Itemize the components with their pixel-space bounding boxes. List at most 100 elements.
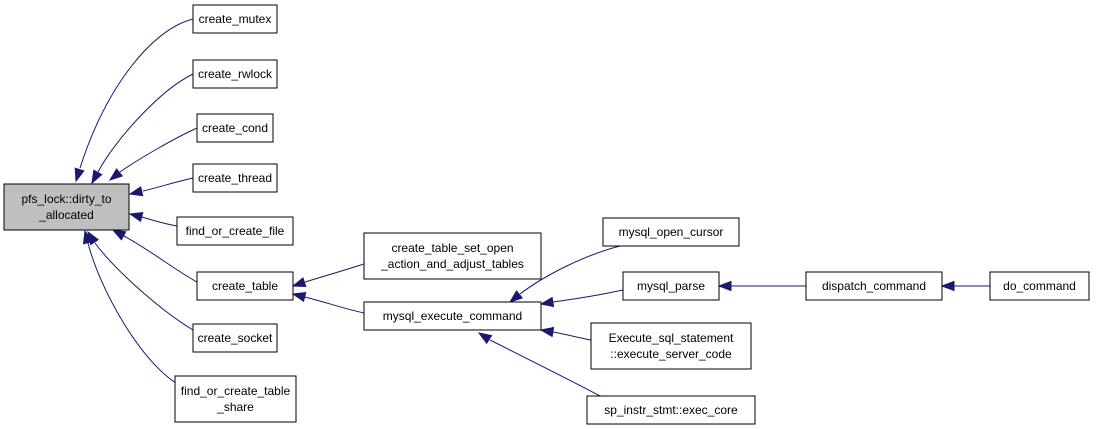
node-create-thread[interactable]: create_thread <box>192 163 278 193</box>
node-box <box>192 323 278 353</box>
edge-create_rwlock-to-root <box>91 73 194 185</box>
node-create-mutex[interactable]: create_mutex <box>192 4 278 34</box>
node-label: create_socket <box>198 331 273 345</box>
node-find-or-create-table-share[interactable]: find_or_create_table_share <box>174 375 297 423</box>
edge-mysql_execute_command-to-create_table <box>291 291 365 314</box>
edge-arrowhead <box>74 167 85 183</box>
edge-find_or_create_file-to-root <box>128 211 178 227</box>
edge-arrowhead <box>91 169 103 185</box>
node-create-table-set-open[interactable]: create_table_set_open _action_and_adjust_… <box>363 232 542 280</box>
edge-arrowhead <box>477 332 493 345</box>
edge-line <box>304 263 365 283</box>
edge-line <box>123 235 198 283</box>
node-label: _allocated <box>38 208 94 222</box>
node-label: dispatch_command <box>822 279 926 293</box>
node-label: find_or_create_table <box>181 384 291 398</box>
edge-arrowhead <box>539 296 555 308</box>
node-execute-server-code[interactable]: Execute_sql_statement::execute_server_co… <box>590 322 752 370</box>
edge-create_thread-to-root <box>128 177 194 197</box>
node-label: Execute_sql_statement <box>609 331 734 345</box>
edge-line <box>94 242 194 331</box>
edge-line <box>552 331 592 341</box>
edge-find_or_create_table_share-to-root <box>82 229 177 384</box>
node-box <box>196 271 294 301</box>
node-label: create_mutex <box>199 12 272 26</box>
node-label: sp_instr_stmt::exec_core <box>604 403 738 417</box>
node-box <box>192 4 278 34</box>
node-box <box>586 395 756 425</box>
edges-layer <box>74 18 991 397</box>
edge-mysql_parse-to-mysql_execute_command <box>539 289 624 308</box>
node-box <box>192 59 278 89</box>
edge-line <box>141 216 178 227</box>
node-create-rwlock[interactable]: create_rwlock <box>192 59 278 89</box>
edge-line <box>519 245 621 295</box>
edge-arrowhead <box>82 229 94 245</box>
node-box <box>3 183 130 231</box>
edge-arrowhead <box>508 290 524 303</box>
node-box <box>622 271 720 301</box>
node-dispatch-command[interactable]: dispatch_command <box>805 271 943 301</box>
edge-line <box>119 127 198 173</box>
edge-arrowhead <box>539 326 555 338</box>
edge-arrowhead <box>291 277 307 288</box>
edge-execute_server_code-to-mysql_execute_command <box>539 326 592 341</box>
edge-mysql_open_cursor-to-mysql_execute_command <box>508 245 621 303</box>
node-box <box>602 217 740 247</box>
node-box <box>590 322 752 370</box>
node-label: mysql_open_cursor <box>619 225 724 239</box>
node-box <box>989 271 1090 301</box>
node-label: create_thread <box>198 171 272 185</box>
edge-create_table_set_open-to-create_table <box>291 263 365 288</box>
node-do-command[interactable]: do_command <box>989 271 1090 301</box>
edge-arrowhead <box>291 291 307 303</box>
edge-line <box>79 18 194 169</box>
edge-dispatch_command-to-mysql_parse <box>717 280 807 292</box>
edge-arrowhead <box>128 186 144 197</box>
edge-line <box>97 73 194 173</box>
edge-do_command-to-dispatch_command <box>940 280 991 292</box>
node-box <box>176 216 294 246</box>
edge-arrowhead <box>111 229 127 241</box>
node-label: find_or_create_file <box>186 224 285 238</box>
edge-line <box>304 296 365 314</box>
node-label: create_rwlock <box>198 67 273 81</box>
node-mysql-open-cursor[interactable]: mysql_open_cursor <box>602 217 740 247</box>
node-label: create_table_set_open <box>391 241 513 255</box>
node-create-table[interactable]: create_table <box>196 271 294 301</box>
node-root: pfs_lock::dirty_to_allocated <box>3 183 130 231</box>
edge-arrowhead <box>128 211 144 223</box>
edge-create_socket-to-root <box>87 230 194 331</box>
node-box <box>192 163 278 193</box>
edge-arrowhead <box>108 168 124 181</box>
node-label: do_command <box>1003 279 1076 293</box>
node-create-cond[interactable]: create_cond <box>196 113 274 143</box>
edge-create_cond-to-root <box>108 127 198 181</box>
node-box <box>805 271 943 301</box>
node-box <box>174 375 297 423</box>
edge-line <box>87 242 177 384</box>
edge-line <box>489 339 601 397</box>
node-label: _action_and_adjust_tables <box>380 257 524 271</box>
node-exec-core[interactable]: sp_instr_stmt::exec_core <box>586 395 756 425</box>
edge-create_mutex-to-root <box>74 18 194 183</box>
node-find-or-create-file[interactable]: find_or_create_file <box>176 216 294 246</box>
node-label: ::execute_server_code <box>610 347 732 361</box>
node-box <box>363 232 542 280</box>
node-mysql-parse[interactable]: mysql_parse <box>622 271 720 301</box>
node-create-socket[interactable]: create_socket <box>192 323 278 353</box>
node-mysql-execute-command[interactable]: mysql_execute_command <box>363 301 542 331</box>
node-label: pfs_lock::dirty_to <box>21 192 111 206</box>
edge-create_table-to-root <box>111 229 198 283</box>
edge-arrowhead <box>717 280 732 292</box>
node-label: mysql_execute_command <box>383 309 522 323</box>
node-box <box>363 301 542 331</box>
edge-line <box>552 289 624 303</box>
edge-line <box>142 177 194 192</box>
edge-arrowhead <box>940 280 955 292</box>
nodes-layer: pfs_lock::dirty_to_allocated create_mutex… <box>3 4 1090 425</box>
edge-exec_core-to-mysql_execute_command <box>477 332 601 397</box>
node-label: mysql_parse <box>637 279 705 293</box>
node-box <box>196 113 274 143</box>
